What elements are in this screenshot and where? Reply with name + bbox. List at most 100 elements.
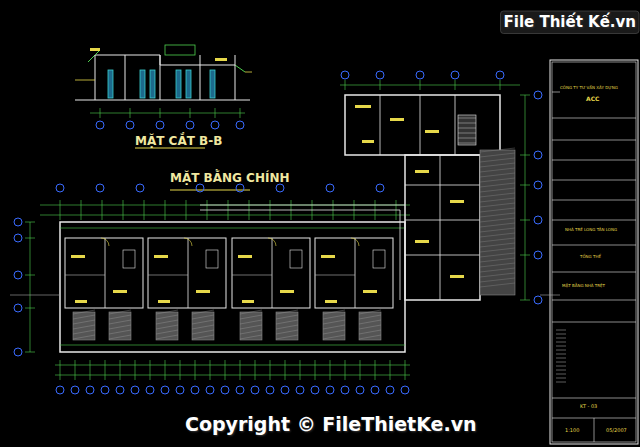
grid-bubble xyxy=(196,184,204,192)
grid-bubble xyxy=(534,251,542,259)
hatch-line xyxy=(480,253,515,257)
title-row xyxy=(552,245,636,246)
hatch-line xyxy=(323,315,345,319)
hatch-line xyxy=(480,223,515,227)
dimension-tick xyxy=(180,360,181,380)
dimension-tick xyxy=(123,200,124,220)
drawing-title: MẶT BẰNG CHÍNH xyxy=(170,172,290,185)
door-swing xyxy=(351,238,359,246)
dimension-line xyxy=(40,215,410,216)
title-tick xyxy=(552,92,560,93)
hatch-line xyxy=(240,330,262,334)
hatch-line xyxy=(480,158,515,162)
toilet-room xyxy=(123,250,135,268)
hatch-area xyxy=(156,312,178,340)
stair-tread xyxy=(458,143,476,144)
dimension-tick xyxy=(285,360,286,380)
toilet-room xyxy=(206,250,218,268)
grid-bubble xyxy=(211,121,219,129)
hatch-line xyxy=(480,238,515,242)
hatch-line xyxy=(480,213,515,217)
hatch-area xyxy=(323,312,345,340)
grid-bubble xyxy=(191,386,199,394)
dimension-tick xyxy=(455,80,456,90)
hatch-line xyxy=(480,243,515,247)
hatch-line xyxy=(480,268,515,272)
dimension-tick xyxy=(405,360,406,380)
section-column xyxy=(95,55,96,100)
grid-bubble xyxy=(534,181,542,189)
title-note-line xyxy=(556,382,566,383)
room-tag xyxy=(362,140,374,143)
hatch-line xyxy=(480,148,515,152)
room-tag xyxy=(242,300,254,303)
hatch-line xyxy=(359,335,381,339)
title-block-text: CÔNG TY TƯ VẤN XÂY DỰNG xyxy=(560,86,618,90)
section-cut xyxy=(540,295,560,296)
watermark: Copyright © FileThietKe.vn xyxy=(185,414,477,435)
grid-bubble xyxy=(186,121,194,129)
title-note-line xyxy=(556,354,566,355)
grid-bubble xyxy=(311,386,319,394)
dimension-tick xyxy=(165,200,166,220)
dimension-line xyxy=(55,365,410,366)
dimension-tick xyxy=(500,80,501,90)
terrace-line xyxy=(60,345,405,346)
grid-bubble xyxy=(206,386,214,394)
grid-bubble xyxy=(14,234,22,242)
grid-bubble xyxy=(451,71,459,79)
grid-bubble xyxy=(101,386,109,394)
hatch-line xyxy=(480,218,515,222)
title-row xyxy=(552,398,636,399)
grid-bubble xyxy=(96,121,104,129)
grid-bubble xyxy=(86,386,94,394)
title-note-line xyxy=(556,378,566,379)
grid-bubble xyxy=(341,71,349,79)
grid-bubble xyxy=(96,184,104,192)
hatch-line xyxy=(240,325,262,329)
watermark-logo: File Thiết Kế.vn xyxy=(504,14,637,31)
title-note-line xyxy=(556,350,566,351)
hatch-line xyxy=(276,330,298,334)
hatch-line xyxy=(276,310,298,314)
title-underline xyxy=(170,190,250,191)
room-tag xyxy=(450,200,464,203)
grid-bubble xyxy=(376,184,384,192)
dimension-tick xyxy=(225,360,226,380)
dimension-line xyxy=(90,113,245,114)
title-note-line xyxy=(556,334,566,335)
dimension-tick xyxy=(165,360,166,380)
covered-walk xyxy=(400,210,401,300)
door-elevation xyxy=(186,70,191,98)
partition xyxy=(148,275,188,276)
dimension-tick xyxy=(25,308,35,309)
hatch-line xyxy=(323,320,345,324)
title-row xyxy=(552,118,636,119)
room-tag xyxy=(321,255,335,258)
title-block-text: TỔNG THỂ xyxy=(580,255,601,259)
roof-line xyxy=(160,65,235,66)
dimension-line xyxy=(40,205,410,206)
room-tag xyxy=(415,240,429,243)
door-elevation xyxy=(108,70,113,98)
hatch-line xyxy=(480,173,515,177)
title-row xyxy=(552,180,636,181)
dimension-tick xyxy=(520,220,530,221)
hatch-line xyxy=(109,325,131,329)
hatch-line xyxy=(480,248,515,252)
partition xyxy=(355,238,356,308)
hatch-area xyxy=(73,312,95,340)
hatch-line xyxy=(156,315,178,319)
dimension-tick xyxy=(25,222,35,223)
hatch-area xyxy=(276,312,298,340)
dimension-tick xyxy=(240,360,241,380)
section-column xyxy=(160,55,161,100)
grid-bubble xyxy=(534,216,542,224)
title-block-text: MẶT BẰNG NHÀ TRỆT xyxy=(562,284,605,288)
wing-outline xyxy=(345,95,500,155)
hatch-line xyxy=(480,208,515,212)
hatch-line xyxy=(276,320,298,324)
title-note-line xyxy=(556,330,566,331)
corridor-line xyxy=(60,228,405,229)
